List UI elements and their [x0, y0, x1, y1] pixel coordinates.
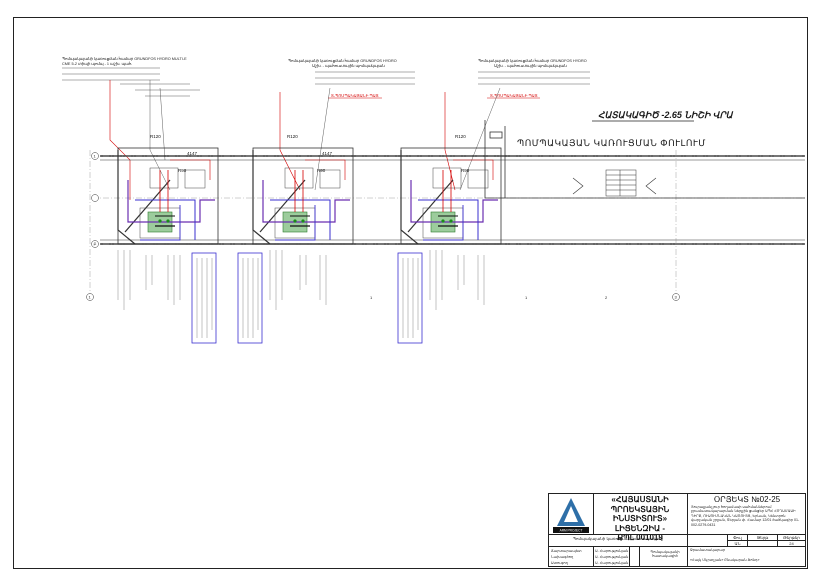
svg-text:R90: R90 [317, 168, 326, 173]
stage-value: ԱՆ [734, 540, 741, 546]
svg-text:3: 3 [675, 295, 678, 300]
role-checker: Ստուգող [551, 561, 568, 565]
name-designer: Ա. Հարությունյան [595, 555, 629, 559]
svg-text:Պոմպակայանի կառուցման համար GR: Պոմպակայանի կառուցման համար GRUNDFOS HYD… [478, 58, 587, 63]
pump-annotation-middle: Պոմպակայանի կառուցման համար GRUNDFOS HYD… [288, 58, 415, 99]
stage-label: Փուլ [733, 534, 742, 540]
company-name: «ՀԱՅԱՍՏԱՆԻ ՊՐՈԵԿՏԱՅԻՆ ԻՆՍՏԻՏՈՒՏ» [610, 495, 670, 523]
svg-text:Աշխ. - պահուստային պոմպակայան: Աշխ. - պահուստային պոմպակայան [312, 63, 385, 68]
name-architect: Ա. Հարությունյան [595, 549, 629, 553]
name-checker: Ա. Հարությունյան [595, 561, 629, 565]
svg-text:R120: R120 [150, 134, 161, 139]
radius-labels: R120 R120 R120 R90 R90 R90 4147 4147 [150, 134, 470, 173]
sheet-label: Թերթ [756, 534, 769, 540]
bottom-left-caption: Պոմպակայանի հատակագիծ [650, 550, 680, 558]
pump-annotation-right: Պոմպակայանի կառուցման համար GRUNDFOS HYD… [478, 58, 590, 99]
svg-text:1: 1 [370, 295, 373, 300]
note-box-text-lines [196, 258, 419, 338]
pump-annotation-left: Պոմպակայանի կառուցման համար GRUNDFOS HYD… [62, 56, 200, 97]
project-code: ՕՐՅԵԿՏ №02-25 [713, 495, 781, 504]
svg-text:R120: R120 [287, 134, 298, 139]
project-description: Յուրաքանչյուր հողամասի սահմաններում ջրամ… [691, 505, 800, 527]
svg-text:Տ-ՊՈՄՊԱԿԱՅԱՆԻ ՊԱՏ: Տ-ՊՈՄՊԱԿԱՅԱՆԻ ՊԱՏ [490, 93, 538, 98]
vertical-leader-notes [117, 250, 485, 310]
company-logo: ARM PROJECT [549, 494, 594, 534]
svg-text:1: 1 [94, 154, 97, 159]
svg-text:CME 5-2 տիպի պոմպ - 1 աշխ. պահ: CME 5-2 տիպի պոմպ - 1 աշխ. պահ. [62, 61, 132, 66]
svg-text:ARM PROJECT: ARM PROJECT [560, 529, 583, 533]
plan-subtitle: ՊՈՄՊԱԿԱՅԱՆ ԿԱՌՈՒՑՄԱՆ ՓՈՒԼՈՒՄ [517, 138, 706, 148]
project-block: ՕՐՅԵԿՏ №02-25 Յուրաքանչյուր հողամասի սահ… [687, 494, 806, 534]
svg-text:R90: R90 [178, 168, 187, 173]
svg-text:R120: R120 [455, 134, 466, 139]
right-structure [484, 120, 805, 199]
sheet-title: Պոմպակայանի կառուցման հատակագիծը [572, 536, 664, 541]
pump-station-module [117, 147, 219, 245]
plan-title: ՀԱՏԱԿԱԳԻԾ -2.65 ՆԻՇԻ ՎՐԱ [598, 110, 734, 120]
svg-text:1: 1 [89, 295, 92, 300]
license-label: ԼԻՑԵՆԶԻԱ - [614, 523, 666, 533]
license-number: ՔՊԼ 001019 [617, 533, 663, 542]
role-designer: Նախագծող [551, 555, 574, 559]
bottom-right-title: Ջրամատակարար [690, 548, 726, 552]
sheets-value: 24 [789, 540, 794, 546]
svg-text:4147: 4147 [322, 151, 333, 156]
svg-text:1: 1 [525, 295, 528, 300]
title-block: ARM PROJECT «ՀԱՅԱՍՏԱՆԻ ՊՐՈԵԿՏԱՅԻՆ ԻՆՍՏԻՏ… [548, 493, 806, 567]
drawing-frame [13, 17, 808, 569]
svg-text:R90: R90 [461, 168, 470, 173]
svg-text:Պոմպակայանի կառուցման համար GR: Պոմպակայանի կառուցման համար GRUNDFOS HYD… [62, 56, 187, 61]
bottom-right-text: «Հայկ Մկրտչյան» Բնակարան Ֆոնդ» [690, 558, 760, 562]
role-architect: Ճարտարապետ [551, 549, 582, 553]
stair [605, 169, 637, 197]
svg-text:Տ-ՊՈՄՊԱԿԱՅԱՆԻ ՊԱՏ: Տ-ՊՈՄՊԱԿԱՅԱՆԻ ՊԱՏ [331, 93, 379, 98]
note-boxes [191, 252, 423, 344]
svg-text:Աշխ. - պահուստային պոմպակայան: Աշխ. - պահուստային պոմպակայան [494, 63, 567, 68]
svg-text:4147: 4147 [187, 151, 198, 156]
svg-text:Բ: Բ [94, 242, 97, 247]
svg-text:2: 2 [605, 295, 608, 300]
sheets-label: Թերթեր [783, 534, 800, 540]
axis-bubbles: 1 Բ 1 3 1 1 2 [86, 152, 680, 301]
svg-text:Պոմպակայանի կառուցման համար GR: Պոմպակայանի կառուցման համար GRUNDFOS HYD… [288, 58, 397, 63]
license-block: «ՀԱՅԱՍՏԱՆԻ ՊՐՈԵԿՏԱՅԻՆ ԻՆՍՏԻՏՈՒՏ» ԼԻՑԵՆԶԻ… [594, 495, 686, 542]
